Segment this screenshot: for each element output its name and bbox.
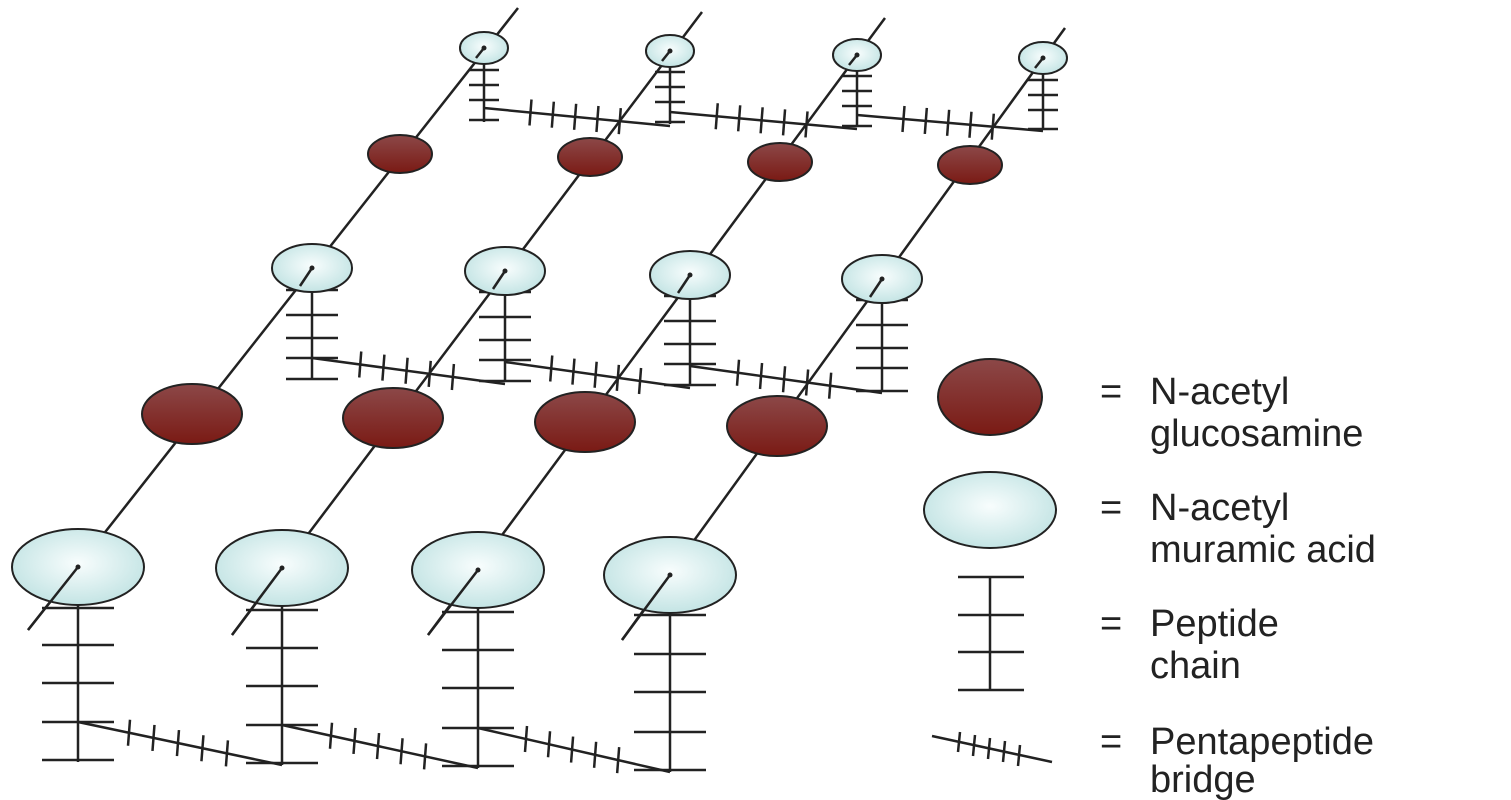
bridge-tick xyxy=(945,109,951,136)
bridge-tick xyxy=(781,109,787,136)
legend-nam-eq: = xyxy=(1100,487,1122,529)
bridge-tick xyxy=(990,113,996,140)
legend: = N-acetyl glucosamine = N-acetyl murami… xyxy=(923,358,1376,800)
bridge-tick xyxy=(151,724,156,752)
n-acetyl-glucosamine-4 xyxy=(937,145,1003,185)
pentapeptide-bridge-4 xyxy=(311,356,506,386)
glycan-backbones xyxy=(27,7,1067,641)
legend-peptide-line2: chain xyxy=(1150,645,1241,687)
pentapeptide-bridge-3 xyxy=(856,113,1044,133)
legend-bridge-eq: = xyxy=(1100,721,1122,763)
glycan-backbone-2 xyxy=(231,11,703,636)
bridge-tick xyxy=(549,355,554,382)
bridge-tick xyxy=(375,732,381,760)
n-acetyl-glucosamine-8 xyxy=(726,395,828,457)
bridge-tick xyxy=(593,361,598,388)
bridge-tick xyxy=(804,111,809,138)
glycan-backbone-inner xyxy=(491,270,507,290)
legend-nag-symbol xyxy=(937,358,1043,436)
bridge-tick xyxy=(595,105,600,133)
bridge-tick xyxy=(569,736,575,763)
bridge-tick xyxy=(736,105,742,132)
sugar-units xyxy=(11,31,1068,641)
bridge-tick xyxy=(804,369,810,396)
bridge-tick xyxy=(637,367,643,395)
legend-peptide-eq: = xyxy=(1100,603,1122,645)
bridge-tick xyxy=(528,99,533,126)
legend-nam-symbol xyxy=(923,471,1057,549)
bridge-tick xyxy=(224,740,230,767)
glycan-backbone-front-1 xyxy=(27,566,79,631)
bridge-tick xyxy=(381,354,386,381)
legend-bridge-line2: bridge xyxy=(1150,759,1256,800)
glycan-backbone-front-4 xyxy=(620,574,672,641)
bridge-tick xyxy=(615,747,621,774)
glycan-backbone-inner xyxy=(868,278,884,298)
bridge-tick xyxy=(523,725,529,753)
pentapeptide-bridge-9 xyxy=(477,726,671,774)
glycan-backbone-front-3 xyxy=(427,569,479,636)
bridge-tick xyxy=(615,364,621,391)
bridge-tick xyxy=(399,738,404,765)
bridge-tick xyxy=(175,729,181,757)
bridge-tick xyxy=(422,743,428,770)
glycan-backbone-inner xyxy=(848,54,858,66)
glycan-backbone-3 xyxy=(426,17,887,636)
bridge-tick xyxy=(592,741,598,768)
n-acetyl-glucosamine-2 xyxy=(557,137,623,177)
bridge-tick xyxy=(358,351,363,378)
n-acetyl-glucosamine-5 xyxy=(141,383,243,445)
pentapeptide-bridges xyxy=(77,99,1044,774)
glycan-backbone-inner xyxy=(298,267,314,287)
n-acetyl-glucosamine-6 xyxy=(342,387,444,449)
pentapeptide-bridge-5 xyxy=(504,360,691,390)
legend-bridge-line1: Pentapeptide xyxy=(1150,721,1374,763)
bridge-tick xyxy=(546,731,552,758)
bridge-tick xyxy=(200,735,205,762)
n-acetyl-glucosamine-3 xyxy=(747,142,813,182)
bridge-tick xyxy=(550,101,556,128)
legend-peptide-line1: Peptide xyxy=(1150,603,1279,645)
pentapeptide-bridge-7 xyxy=(77,720,283,767)
bridge-tick xyxy=(735,359,741,386)
legend-nag-line2: glucosamine xyxy=(1150,413,1363,455)
bridge-tick xyxy=(450,363,456,391)
legend-nam-line2: muramic acid xyxy=(1150,529,1376,571)
bridge-tick xyxy=(781,366,787,393)
glycan-backbone-inner xyxy=(475,47,485,59)
bridge-tick xyxy=(352,727,357,755)
bridge-tick xyxy=(126,719,132,746)
bridge-tick xyxy=(404,357,409,384)
glycan-backbone-inner xyxy=(676,274,692,294)
glycan-backbone-4 xyxy=(620,27,1067,641)
glycan-backbone-inner xyxy=(1034,57,1044,69)
bridge-tick xyxy=(923,107,929,135)
bridge-tick xyxy=(427,360,432,387)
pentapeptide-bridge-2 xyxy=(669,110,858,131)
legend-bridge-symbol xyxy=(931,731,1053,767)
glycan-backbone-front-2 xyxy=(230,567,284,636)
legend-nag-eq: = xyxy=(1100,371,1122,413)
bridge-tick xyxy=(827,372,833,399)
n-acetyl-glucosamine-1 xyxy=(367,134,433,174)
pentapeptide-bridge-6 xyxy=(689,364,883,395)
pentapeptide-bridge-8 xyxy=(281,723,479,770)
glycan-backbone-inner xyxy=(661,50,671,62)
pentapeptide-bridge-1 xyxy=(483,106,671,128)
legend-nag-line1: N-acetyl xyxy=(1150,371,1289,413)
bridge-tick xyxy=(758,362,764,390)
bridge-tick xyxy=(968,111,973,138)
bridge-tick xyxy=(572,103,578,130)
legend-nam-line1: N-acetyl xyxy=(1150,487,1289,529)
bridge-tick xyxy=(617,108,623,135)
n-acetyl-glucosamine-7 xyxy=(534,391,636,453)
legend-peptide-symbol xyxy=(958,575,1024,692)
bridge-tick xyxy=(759,107,764,134)
bridge-tick xyxy=(901,105,906,133)
bridge-tick xyxy=(328,722,334,749)
glycan-backbone-1 xyxy=(27,7,519,631)
bridge-tick xyxy=(714,103,719,130)
bridge-tick xyxy=(571,358,576,385)
